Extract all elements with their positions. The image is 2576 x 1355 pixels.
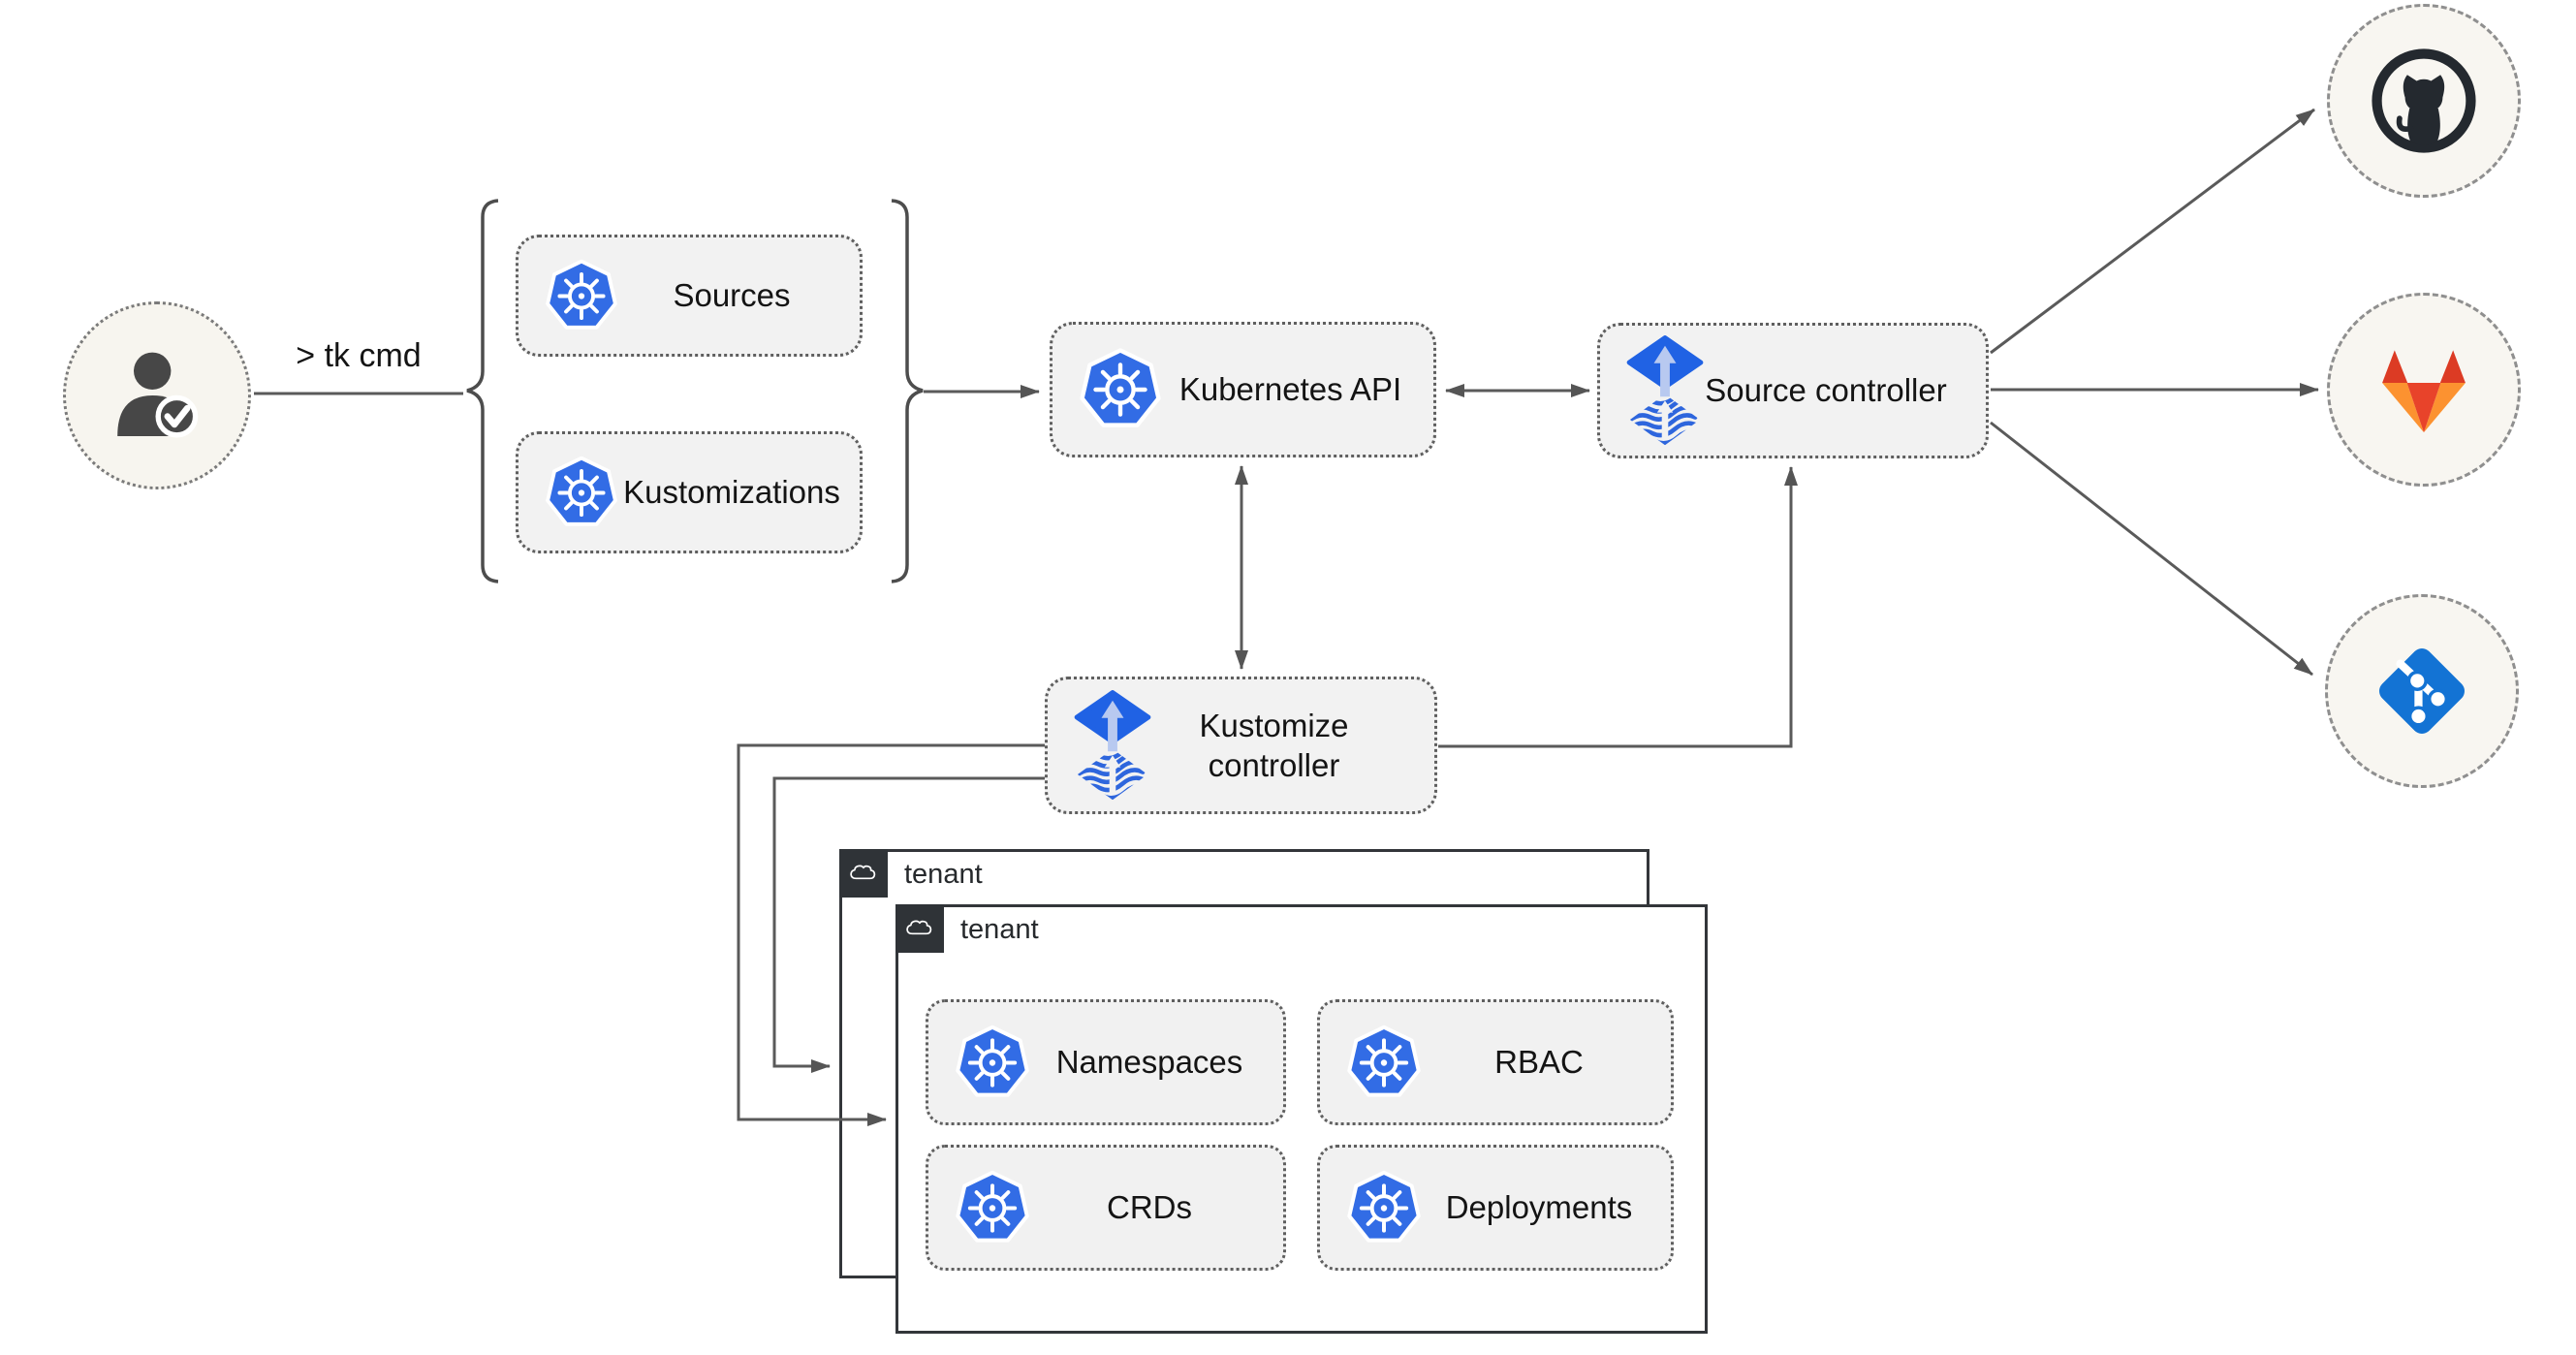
arrow-source-to-git	[1990, 421, 2313, 677]
cloud-icon	[839, 849, 888, 898]
gitlab-icon	[2382, 350, 2466, 433]
remote-git	[2325, 594, 2519, 788]
user-avatar	[63, 301, 251, 489]
namespaces-node: Namespaces	[926, 999, 1286, 1125]
kustomize-controller-node: Kustomize controller	[1045, 677, 1437, 814]
deployments-label: Deployments	[1445, 1189, 1633, 1226]
github-icon	[2372, 48, 2476, 153]
kubernetes-icon	[1345, 1023, 1423, 1103]
cloud-icon	[895, 904, 944, 953]
kubernetes-icon	[544, 454, 619, 532]
kubernetes-api-label: Kubernetes API	[1178, 371, 1402, 408]
flux-icon	[1073, 689, 1152, 802]
arrow-kustomize-to-source	[1438, 466, 1798, 748]
source-controller-label: Source controller	[1705, 372, 1947, 409]
tk-command-label: > tk cmd	[296, 337, 422, 374]
crds-node: CRDs	[926, 1145, 1286, 1271]
kubernetes-api-node: Kubernetes API	[1050, 322, 1436, 457]
kustomize-controller-label: Kustomize controller	[1199, 707, 1349, 783]
kubernetes-icon	[1078, 345, 1163, 434]
bracket-right	[891, 199, 924, 583]
remote-gitlab	[2327, 293, 2521, 487]
source-controller-node: Source controller	[1597, 323, 1989, 458]
kustomizations-node: Kustomizations	[516, 431, 863, 553]
kubernetes-icon	[954, 1168, 1031, 1248]
flux-icon	[1625, 334, 1705, 447]
arrow-source-to-github	[1990, 108, 2315, 355]
kubernetes-icon	[954, 1023, 1031, 1103]
sources-node: Sources	[516, 235, 863, 357]
rbac-label: RBAC	[1494, 1044, 1584, 1081]
bracket-left	[466, 199, 499, 583]
kustomizations-label: Kustomizations	[623, 474, 840, 511]
remote-github	[2327, 4, 2521, 198]
tenant-label: tenant	[960, 914, 1039, 945]
kubernetes-icon	[1345, 1168, 1423, 1248]
deployments-node: Deployments	[1317, 1145, 1674, 1271]
git-icon	[2379, 648, 2465, 734]
crds-label: CRDs	[1107, 1189, 1192, 1226]
namespaces-label: Namespaces	[1055, 1044, 1243, 1081]
sources-label: Sources	[673, 277, 791, 314]
tenant-box-front: tenant Namespaces	[895, 904, 1708, 1334]
tenant-label: tenant	[904, 859, 983, 890]
user-check-icon	[117, 352, 199, 438]
rbac-node: RBAC	[1317, 999, 1674, 1125]
kubernetes-icon	[544, 257, 619, 335]
